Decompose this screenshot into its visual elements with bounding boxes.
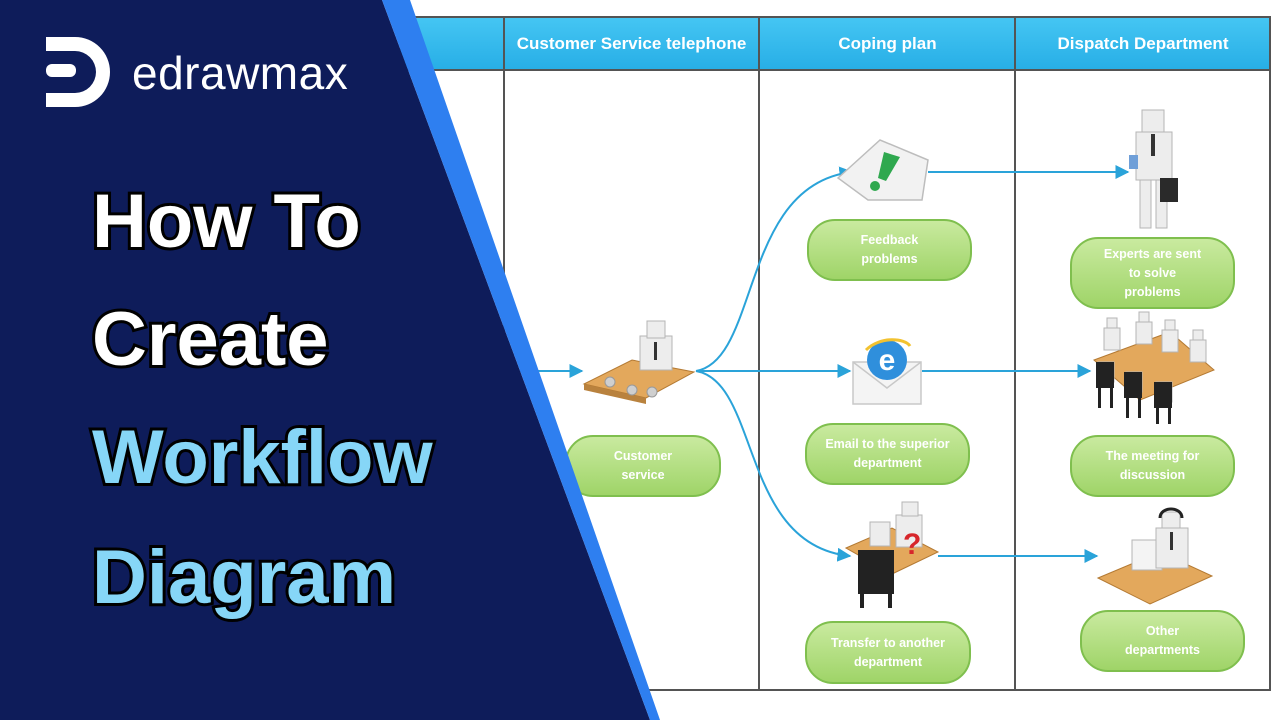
lane-header-dispatch: Dispatch Department <box>1016 17 1270 70</box>
lane-header-customer-service: Customer Service telephone <box>504 17 759 70</box>
svg-text:e: e <box>879 344 896 377</box>
meeting-table-icon <box>1093 311 1215 424</box>
businessman-briefcase-icon <box>1129 109 1178 229</box>
envelope-internet-icon: e <box>852 338 922 405</box>
lane-top-border <box>400 16 1271 18</box>
edrawmax-logo-icon <box>46 37 110 107</box>
svg-text:?: ? <box>903 528 921 561</box>
person-at-desk-icon <box>582 320 696 404</box>
connector-to-transfer <box>695 370 852 562</box>
lane-divider <box>1269 17 1271 691</box>
lane-header-coping-plan: Coping plan <box>760 17 1015 70</box>
question-desk-icon: ? <box>844 501 940 608</box>
lane-divider <box>758 17 760 691</box>
document-exclamation-icon <box>836 139 929 201</box>
lane-bottom-border <box>640 689 1271 691</box>
lane-divider <box>1014 17 1016 691</box>
connector-to-feedback <box>695 166 854 372</box>
lane-header-border <box>400 69 1271 71</box>
headset-operator-icon <box>1096 507 1214 605</box>
